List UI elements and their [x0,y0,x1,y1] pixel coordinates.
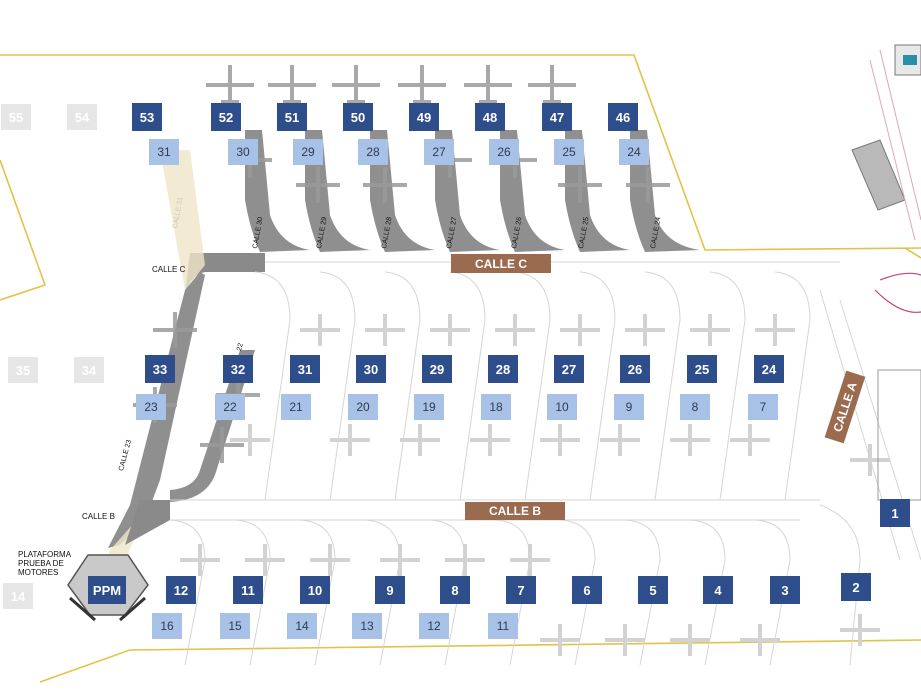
stand-tag-secondary[interactable]: 13 [352,613,382,639]
stand-tag-secondary[interactable]: 14 [287,613,317,639]
stand-tag-primary[interactable]: 52 [211,103,241,131]
road-sign-calle-c: CALLE C [451,254,551,273]
stand-tag-primary[interactable]: 9 [375,576,405,604]
stand-tag-primary[interactable]: 8 [440,576,470,604]
stand-tag-inactive[interactable]: 34 [74,357,104,383]
stand-tag-primary[interactable]: 28 [488,355,518,383]
stand-tag-secondary[interactable]: 7 [748,394,778,420]
apron-boundary [0,54,921,683]
stand-tag-secondary[interactable]: 28 [358,139,388,165]
stand-tag-primary[interactable]: 31 [290,355,320,383]
stand-tag-ppm[interactable]: PPM [88,576,126,604]
road-sign-calle-b: CALLE B [465,502,565,520]
stand-tag-primary[interactable]: 29 [422,355,452,383]
stand-tag-secondary[interactable]: 30 [228,139,258,165]
stand-tag-primary[interactable]: 48 [475,103,505,131]
stand-tag-secondary[interactable]: 15 [220,613,250,639]
stand-tag-secondary[interactable]: 31 [149,139,179,165]
stand-tag-primary[interactable]: 49 [409,103,439,131]
aircraft-faint [180,314,890,656]
platform-label-line2: PRUEBA DE [18,559,64,568]
stand-tag-primary[interactable]: 32 [223,355,253,383]
stand-tag-primary[interactable]: 6 [572,576,602,604]
stand-tag-primary[interactable]: 50 [343,103,373,131]
stand-tag-secondary[interactable]: 16 [152,613,182,639]
stand-tag-secondary[interactable]: 10 [547,394,577,420]
stand-tag-primary[interactable]: 33 [145,355,175,383]
stand-tag-primary[interactable]: 3 [770,576,800,604]
stand-tag-secondary[interactable]: 12 [419,613,449,639]
stand-tag-secondary[interactable]: 26 [489,139,519,165]
stand-tag-primary[interactable]: 5 [638,576,668,604]
stand-tag-secondary[interactable]: 9 [614,394,644,420]
stand-tag-secondary[interactable]: 8 [680,394,710,420]
stand-tag-inactive[interactable]: 14 [3,583,33,609]
stand-tag-primary[interactable]: 1 [880,499,910,527]
stand-tag-primary[interactable]: 30 [356,355,386,383]
stand-tag-secondary[interactable]: 24 [619,139,649,165]
platform-label: PLATAFORMA PRUEBA DE MOTORES [18,550,71,577]
stand-tag-secondary[interactable]: 21 [281,394,311,420]
label-calle-b: CALLE B [82,512,115,521]
terminal-structures [851,44,921,501]
stand-tag-inactive[interactable]: 55 [1,104,31,130]
stand-tag-secondary[interactable]: 18 [481,394,511,420]
stand-tag-secondary[interactable]: 20 [348,394,378,420]
stand-tag-secondary[interactable]: 29 [293,139,323,165]
stand-outlines [169,261,921,666]
stand-tag-secondary[interactable]: 23 [136,394,166,420]
stand-tag-primary[interactable]: 25 [687,355,717,383]
stand-tag-primary[interactable]: 51 [277,103,307,131]
label-calle-c: CALLE C [152,265,186,274]
stand-tag-primary[interactable]: 2 [841,573,871,601]
stand-tag-secondary[interactable]: 25 [554,139,584,165]
platform-label-line3: MOTORES [18,568,59,577]
stand-tag-primary[interactable]: 12 [166,576,196,604]
stand-tag-primary[interactable]: 7 [506,576,536,604]
stand-tag-primary[interactable]: 11 [233,576,263,604]
stand-tag-primary[interactable]: 4 [703,576,733,604]
platform-label-line1: PLATAFORMA [18,550,72,559]
stand-tag-secondary[interactable]: 27 [424,139,454,165]
stand-tag-secondary[interactable]: 22 [215,394,245,420]
stand-tag-primary[interactable]: 10 [300,576,330,604]
stand-tag-primary[interactable]: 53 [132,103,162,131]
stand-tag-inactive[interactable]: 54 [67,104,97,130]
stand-tag-primary[interactable]: 27 [554,355,584,383]
stand-tag-primary[interactable]: 24 [754,355,784,383]
stand-tag-primary[interactable]: 47 [542,103,572,131]
stand-tag-primary[interactable]: 46 [608,103,638,131]
stand-tag-secondary[interactable]: 11 [488,613,518,639]
stand-tag-inactive[interactable]: 35 [8,357,38,383]
stand-tag-secondary[interactable]: 19 [414,394,444,420]
stand-tag-primary[interactable]: 26 [620,355,650,383]
